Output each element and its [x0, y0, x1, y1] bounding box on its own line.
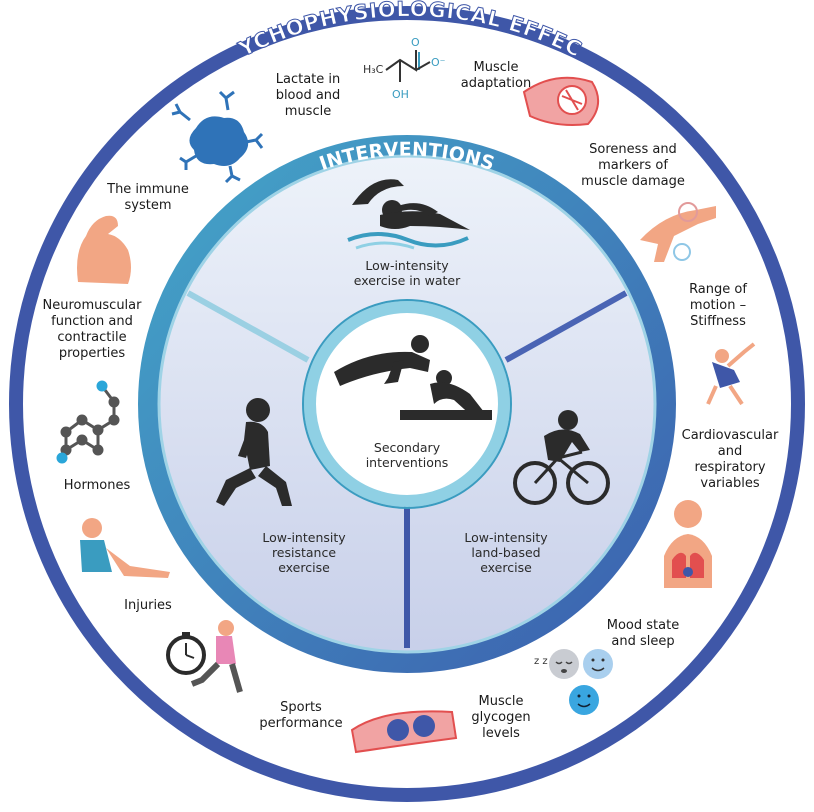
label-resistance: Low-intensity resistance exercise — [262, 530, 346, 575]
divider-right — [504, 290, 628, 363]
label-injuries: Injuries — [124, 598, 172, 613]
label-cardio: Cardiovascular and respiratory variables — [681, 428, 779, 491]
label-immune: The immune system — [107, 182, 189, 213]
smiling-face-icon — [583, 649, 613, 679]
label-muscle-adaptation: Muscle adaptation — [460, 60, 532, 91]
stretch-icon — [400, 370, 492, 420]
label-neuromuscular: Neuromuscular function and contractile p… — [42, 298, 142, 361]
interventions-ring — [138, 135, 676, 673]
label-hormones: Hormones — [63, 478, 131, 493]
chem-o: O — [411, 36, 420, 49]
center-circle — [304, 301, 510, 507]
label-secondary: Secondary interventions — [365, 440, 449, 470]
lungs-heart-icon — [664, 500, 712, 588]
sore-leg-icon — [640, 202, 716, 262]
chem-o-minus: O⁻ — [431, 56, 446, 69]
sleep-z: z z — [534, 656, 548, 667]
immune-cell-icon — [171, 90, 264, 184]
label-glycogen: Muscle glycogen levels — [471, 694, 531, 741]
runner-icon — [190, 620, 243, 693]
divider-left — [186, 290, 310, 363]
water-wave-icon — [347, 232, 469, 248]
steroid-molecule-icon — [56, 380, 120, 464]
label-lactate: Lactate in blood and muscle — [275, 72, 341, 119]
label-land: Low-intensity land-based exercise — [464, 530, 548, 575]
label-water: Low-intensity exercise in water — [353, 258, 461, 288]
stopwatch-icon — [166, 632, 206, 675]
water-wave-icon-2 — [355, 241, 415, 250]
label-sports: Sports performance — [259, 700, 343, 731]
stretching-person-icon — [706, 342, 756, 406]
chem-oh: OH — [392, 88, 409, 101]
lactate-molecule-icon — [385, 50, 431, 82]
interventions-ring-highlight — [157, 154, 657, 654]
cyclist-icon — [513, 410, 610, 505]
swimmer-icon — [352, 179, 470, 230]
muscle-fiber-icon — [522, 76, 599, 126]
sleeping-face-icon — [549, 649, 579, 679]
chem-h3c: H₃C — [363, 63, 384, 76]
lunge-icon — [216, 398, 292, 506]
label-soreness: Soreness and markers of muscle damage — [581, 142, 685, 189]
happy-face-icon — [569, 685, 599, 715]
glycogen-fiber-icon — [350, 710, 458, 754]
outer-ring-inner-line — [26, 23, 788, 785]
flexed-arm-icon — [77, 215, 131, 284]
label-mood: Mood state and sleep — [606, 618, 680, 649]
plank-icon — [334, 335, 430, 386]
label-range-of-motion: Range of motion – Stiffness — [689, 282, 747, 329]
injured-person-icon — [80, 518, 170, 578]
center-circle-outline — [302, 299, 512, 509]
